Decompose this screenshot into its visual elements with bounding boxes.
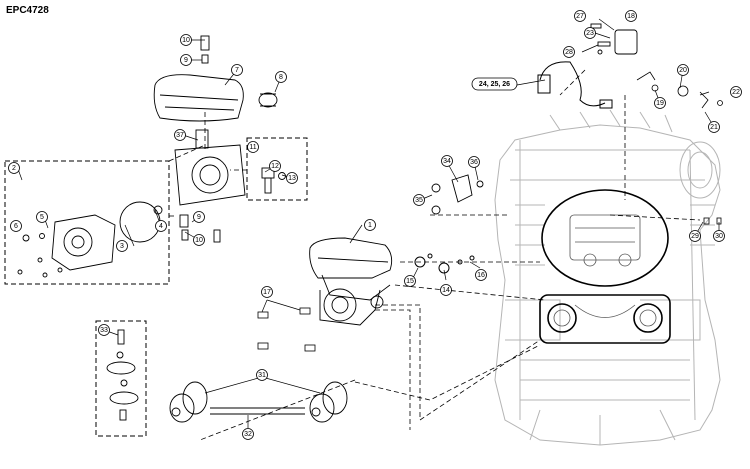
callout-37: 37 bbox=[174, 129, 186, 141]
callout-8: 8 bbox=[275, 71, 287, 83]
svg-text:31: 31 bbox=[258, 372, 266, 379]
callout-33: 33 bbox=[98, 324, 110, 336]
svg-text:22: 22 bbox=[732, 89, 740, 96]
group-box-2 bbox=[4, 160, 170, 285]
stepper-motor-part bbox=[17, 201, 163, 278]
bolts-center bbox=[257, 307, 316, 352]
svg-text:27: 27 bbox=[576, 13, 584, 20]
callout-1: 1 bbox=[364, 219, 376, 231]
callout-27: 27 bbox=[574, 10, 586, 22]
callout-16: 16 bbox=[475, 269, 487, 281]
callout-13: 13 bbox=[286, 172, 298, 184]
svg-text:7: 7 bbox=[235, 67, 239, 74]
callout-28: 28 bbox=[563, 46, 575, 58]
small-parts-right bbox=[636, 71, 723, 225]
idle-valve-part bbox=[261, 167, 286, 194]
svg-text:12: 12 bbox=[271, 163, 279, 170]
callout-22: 22 bbox=[730, 86, 742, 98]
svg-text:4: 4 bbox=[159, 223, 163, 230]
svg-text:33: 33 bbox=[100, 327, 108, 334]
svg-text:20: 20 bbox=[679, 67, 687, 74]
sensor-part bbox=[590, 23, 638, 55]
svg-text:9: 9 bbox=[197, 214, 201, 221]
callout-bubbles: 1 2 3 4 5 6 7 8 9 9 10 10 11 12 13 14 15… bbox=[8, 10, 742, 440]
svg-text:29: 29 bbox=[691, 233, 699, 240]
callout-29: 29 bbox=[689, 230, 701, 242]
callout-9-top: 9 bbox=[180, 54, 192, 66]
svg-text:28: 28 bbox=[565, 49, 573, 56]
svg-text:17: 17 bbox=[263, 289, 271, 296]
throttle-housing-part bbox=[174, 129, 246, 243]
svg-text:8: 8 bbox=[279, 74, 283, 81]
callout-10-bottom: 10 bbox=[193, 234, 205, 246]
callout-36: 36 bbox=[468, 156, 480, 168]
svg-text:35: 35 bbox=[415, 197, 423, 204]
callout-5: 5 bbox=[36, 211, 48, 223]
callout-9-bottom: 9 bbox=[193, 211, 205, 223]
svg-text:30: 30 bbox=[715, 233, 723, 240]
svg-text:13: 13 bbox=[288, 175, 296, 182]
svg-text:37: 37 bbox=[176, 132, 184, 139]
callout-2: 2 bbox=[8, 162, 20, 174]
callout-7: 7 bbox=[231, 64, 243, 76]
linkage-part bbox=[106, 329, 139, 421]
callout-17: 17 bbox=[261, 286, 273, 298]
callout-3: 3 bbox=[116, 240, 128, 252]
svg-text:23: 23 bbox=[586, 30, 594, 37]
callout-32: 32 bbox=[242, 428, 254, 440]
leader-lines-dashed bbox=[168, 69, 701, 441]
svg-text:19: 19 bbox=[656, 100, 664, 107]
svg-text:11: 11 bbox=[249, 144, 256, 151]
engine-block-illustration bbox=[494, 109, 721, 446]
svg-text:21: 21 bbox=[710, 124, 718, 131]
callout-30: 30 bbox=[713, 230, 725, 242]
svg-text:18: 18 bbox=[627, 13, 635, 20]
grommet-part bbox=[258, 92, 278, 108]
callout-23: 23 bbox=[584, 27, 596, 39]
throttle-bodies-detail bbox=[553, 214, 657, 327]
intake-cover-part bbox=[153, 35, 244, 122]
callout-24-25-26: 24, 25, 26 bbox=[471, 77, 518, 91]
svg-text:34: 34 bbox=[443, 158, 451, 165]
svg-text:32: 32 bbox=[244, 431, 252, 438]
callout-31: 31 bbox=[256, 369, 268, 381]
callout-14: 14 bbox=[440, 284, 452, 296]
callout-21: 21 bbox=[708, 121, 720, 133]
svg-text:16: 16 bbox=[477, 272, 485, 279]
callout-10-top: 10 bbox=[180, 34, 192, 46]
svg-text:9: 9 bbox=[184, 57, 188, 64]
svg-text:1: 1 bbox=[368, 222, 372, 229]
wiring-harness-part bbox=[537, 61, 613, 109]
group-boxes bbox=[4, 137, 308, 437]
bracket-part bbox=[431, 174, 484, 215]
throttle-bodies-highlight bbox=[539, 189, 671, 344]
group-box-11 bbox=[246, 137, 308, 201]
svg-text:6: 6 bbox=[14, 223, 18, 230]
callout-12: 12 bbox=[269, 160, 281, 172]
throttle-shaft-part bbox=[169, 381, 348, 423]
callout-35: 35 bbox=[413, 194, 425, 206]
svg-text:14: 14 bbox=[442, 287, 450, 294]
o-rings-part bbox=[414, 253, 475, 274]
throttle-body-assembly-part bbox=[309, 237, 393, 326]
svg-text:2: 2 bbox=[12, 165, 16, 172]
svg-text:3: 3 bbox=[120, 243, 124, 250]
callout-20: 20 bbox=[677, 64, 689, 76]
callout-34: 34 bbox=[441, 155, 453, 167]
callout-15: 15 bbox=[404, 275, 416, 287]
callout-11: 11 bbox=[247, 141, 259, 153]
svg-text:36: 36 bbox=[470, 159, 478, 166]
callout-19: 19 bbox=[654, 97, 666, 109]
svg-text:15: 15 bbox=[406, 278, 414, 285]
svg-text:10: 10 bbox=[195, 237, 203, 244]
document-id: EPC4728 bbox=[6, 5, 49, 16]
callout-6: 6 bbox=[10, 220, 22, 232]
svg-text:5: 5 bbox=[40, 214, 44, 221]
svg-text:10: 10 bbox=[182, 37, 190, 44]
group-box-33 bbox=[95, 320, 147, 437]
callout-18: 18 bbox=[625, 10, 637, 22]
callout-4: 4 bbox=[155, 220, 167, 232]
svg-text:24, 25, 26: 24, 25, 26 bbox=[479, 81, 510, 88]
